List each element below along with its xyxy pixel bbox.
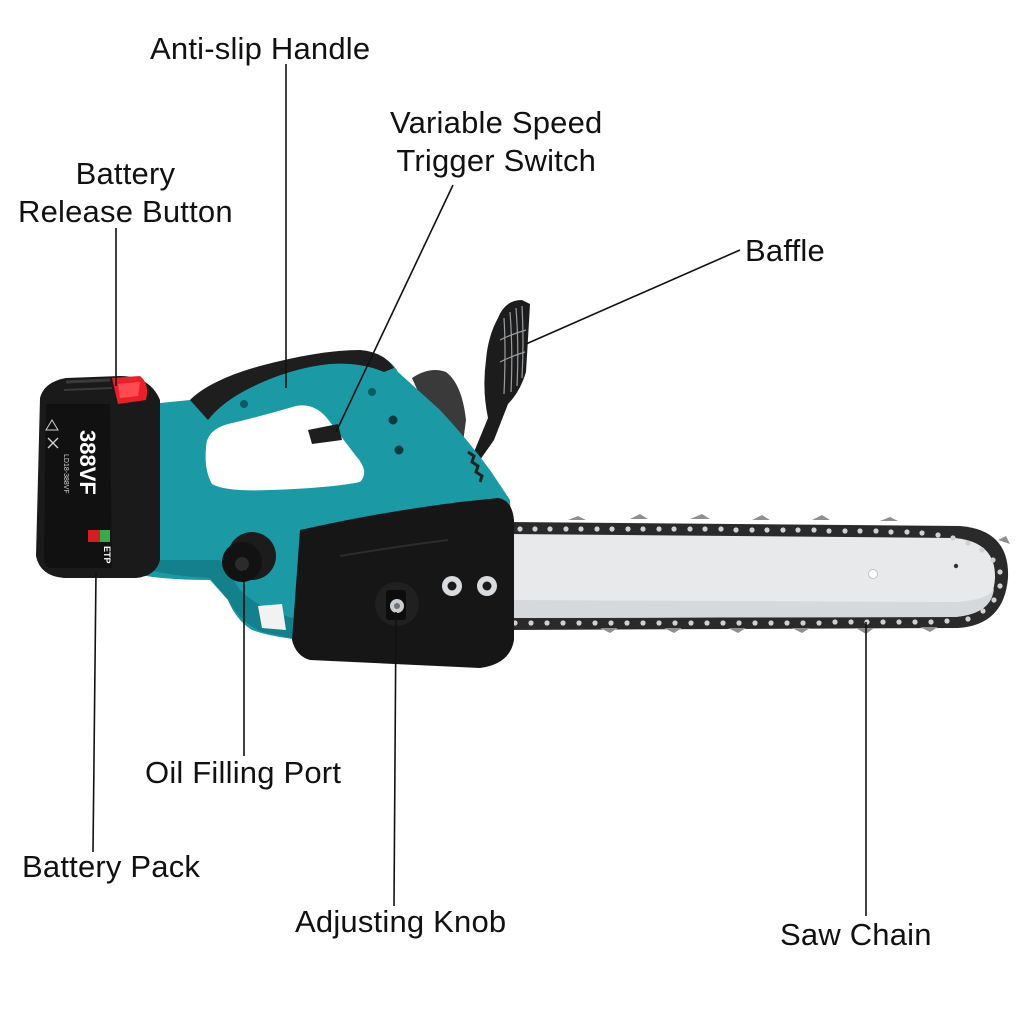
label-variable-speed-trigger-switch: Variable Speed Trigger Switch	[390, 105, 603, 178]
label-oil-filling-port: Oil Filling Port	[145, 755, 342, 790]
label-adjusting-knob: Adjusting Knob	[295, 904, 507, 939]
leader-trigger-switch	[335, 184, 454, 433]
label-battery-release-button: Battery Release Button	[18, 156, 233, 229]
label-saw-chain: Saw Chain	[780, 917, 932, 952]
battery-model-text: LD18-388VF	[62, 454, 69, 494]
label-baffle: Baffle	[745, 233, 825, 268]
label-anti-slip-handle: Anti-slip Handle	[150, 31, 371, 66]
label-battery-pack: Battery Pack	[22, 849, 201, 884]
leader-lines	[92, 64, 867, 916]
battery-pack: 388VF LD18-388VF ETP	[36, 376, 160, 578]
leader-battery-pack	[92, 571, 97, 853]
battery-voltage-text: 388VF	[75, 430, 100, 495]
guide-bar	[505, 514, 1010, 634]
chain-side-cover	[292, 498, 514, 668]
oil-cap	[222, 532, 276, 582]
leader-adjusting-knob	[393, 611, 397, 907]
battery-brand-text: ETP	[102, 546, 112, 564]
leader-baffle	[525, 249, 741, 345]
